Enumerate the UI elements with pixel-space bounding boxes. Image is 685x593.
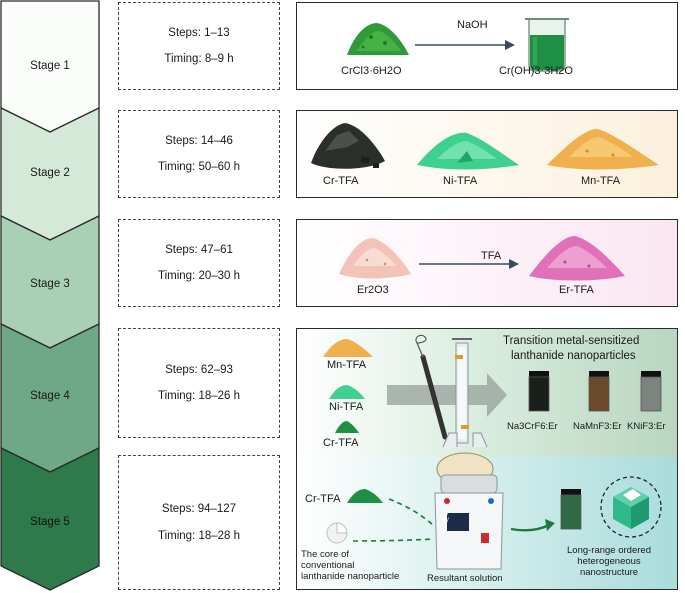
core-label-line2: conventional — [301, 560, 355, 571]
stage-2-label: Stage 2 — [30, 167, 70, 179]
stage-3-label: Stage 3 — [30, 278, 70, 290]
panel-5-arrowhead — [545, 519, 555, 531]
display-sv: SV — [441, 518, 450, 524]
result-label-line1: Long-range ordered — [567, 545, 651, 556]
stage-3-timing: Timing: 20–30 h — [157, 270, 241, 282]
vial-na3crf6-icon — [528, 371, 550, 412]
panel-5-result-label: Long-range ordered heterogeneous nanostr… — [549, 545, 669, 578]
ni-tfa-powder-icon — [417, 132, 519, 170]
nanostructure-cube-icon — [613, 487, 649, 529]
stage-5-steps-box: Steps: 94–127 Timing: 18–28 h — [118, 455, 280, 590]
panel-5-core-label: The core of conventional lanthanide nano… — [301, 549, 399, 582]
stage-1-steps: Steps: 1–13 — [168, 26, 230, 39]
result-label-line3: nanostructure — [579, 567, 639, 578]
stage-2-timing: Timing: 50–60 h — [157, 161, 241, 173]
core-label-line3: lanthanide nanoparticle — [301, 571, 400, 582]
stage-2-steps: Steps: 14–46 — [165, 134, 233, 147]
stage-3-steps-box: Steps: 47–61 Timing: 20–30 h — [118, 219, 280, 307]
mn-tfa-small-powder-icon — [323, 339, 373, 357]
stage-4-steps: Steps: 62–93 — [165, 363, 233, 376]
panel-4-5-graphics — [323, 334, 662, 570]
result-label-line2: heterogeneous — [577, 556, 641, 567]
panel-4-title-line2: lanthanide nanoparticles — [511, 350, 636, 362]
stage-1-label: Stage 1 — [30, 60, 70, 72]
core-nanoparticle-icon — [326, 522, 348, 544]
stage-5-chevron — [0, 446, 100, 591]
panel-1-graphics — [347, 18, 569, 72]
stage-3-steps: Steps: 47–61 — [165, 243, 233, 256]
panel-5-cr-tfa-label: Cr-TFA — [305, 493, 341, 505]
panel-4-ni-tfa-label: Ni-TFA — [329, 401, 364, 413]
panel-5-arrow — [510, 523, 550, 532]
stage-5-timing: Timing: 18–28 h — [157, 529, 241, 542]
controller-display — [447, 513, 469, 531]
panel-4-product-1-label: Na3CrF6:Er — [507, 421, 558, 432]
stage-2-steps-box: Steps: 14–46 Timing: 50–60 h — [118, 110, 280, 198]
display-pv: PV — [441, 511, 450, 517]
cr-tfa-small-powder-icon — [335, 421, 359, 433]
core-label-line1: The core of — [301, 549, 350, 560]
panel-4-cr-tfa-label: Cr-TFA — [323, 437, 359, 449]
ni-tfa-small-powder-icon — [329, 385, 365, 399]
stage-4-steps-box: Steps: 62–93 Timing: 18–26 h — [118, 328, 280, 438]
stage-4-timing: Timing: 18–26 h — [157, 390, 241, 402]
panel-2-graphics — [311, 123, 659, 170]
stage-4-label: Stage 4 — [30, 390, 70, 402]
panel-stage-4-5: Transition metal-sensitized lanthanide n… — [296, 328, 678, 590]
beaker-icon — [525, 18, 569, 72]
panel-2-mn-tfa-label: Mn-TFA — [581, 175, 621, 187]
dashed-line-core — [352, 538, 434, 542]
er-tfa-powder-icon — [529, 236, 625, 281]
cr-tfa-stage5-powder-icon — [347, 489, 383, 503]
controller-display-text: PV SV — [441, 511, 449, 525]
syringe-icon — [415, 334, 448, 440]
panel-3-graphics — [339, 236, 625, 281]
result-vial-icon — [560, 489, 582, 530]
panel-3-reactant-label: Er2O3 — [357, 284, 389, 296]
panel-4-big-arrow — [387, 373, 507, 417]
nanostructure-zoom-circle — [600, 476, 662, 538]
panel-2-cr-tfa-label: Cr-TFA — [323, 175, 359, 187]
panel-2-ni-tfa-label: Ni-TFA — [443, 175, 478, 187]
panel-1-product-label: Cr(OH)3·3H2O — [499, 65, 573, 77]
dashed-line-cr-tfa — [388, 498, 434, 526]
stage-5-steps: Steps: 94–127 — [161, 503, 237, 516]
panel-stage-1: NaOH CrCl3·6H2O Cr(OH)3·3H2O — [296, 2, 678, 90]
panel-1-reagent-label: NaOH — [457, 19, 488, 31]
stage-1-steps-box: Steps: 1–13 Timing: 8–9 h — [118, 2, 280, 90]
panel-1-reactant-label: CrCl3·6H2O — [341, 65, 402, 77]
heating-stirrer-device — [434, 474, 504, 570]
condenser-apparatus-icon — [452, 338, 472, 444]
panel-4-mn-tfa-label: Mn-TFA — [327, 359, 367, 371]
panel-3-reagent-label: TFA — [481, 250, 502, 262]
stage-5-label: Stage 5 — [30, 516, 70, 528]
stage-1-timing: Timing: 8–9 h — [164, 53, 234, 65]
stage-arrow-column — [0, 0, 100, 591]
panel-3-product-label: Er-TFA — [559, 284, 594, 296]
vial-namnf3-icon — [588, 371, 610, 412]
panel-4-product-3-label: KNiF3:Er — [627, 421, 666, 432]
er2o3-powder-icon — [339, 238, 411, 279]
panel-4-product-2-label: NaMnF3:Er — [573, 421, 622, 432]
panel-stage-2: Cr-TFA Ni-TFA Mn-TFA — [296, 110, 678, 198]
mn-tfa-powder-icon — [547, 129, 659, 170]
power-switch — [481, 533, 489, 543]
vial-kniF3-icon — [640, 371, 662, 412]
panel-5-solution-label: Resultant solution — [427, 573, 503, 584]
panel-4-title-line1: Transition metal-sensitized — [503, 335, 640, 347]
panel-1-arrowhead — [505, 40, 515, 50]
panel-3-arrowhead — [509, 259, 519, 269]
cr-tfa-powder-icon — [311, 123, 385, 169]
crcl3-powder-icon — [347, 23, 409, 55]
panel-stage-3: TFA Er2O3 Er-TFA — [296, 219, 678, 307]
